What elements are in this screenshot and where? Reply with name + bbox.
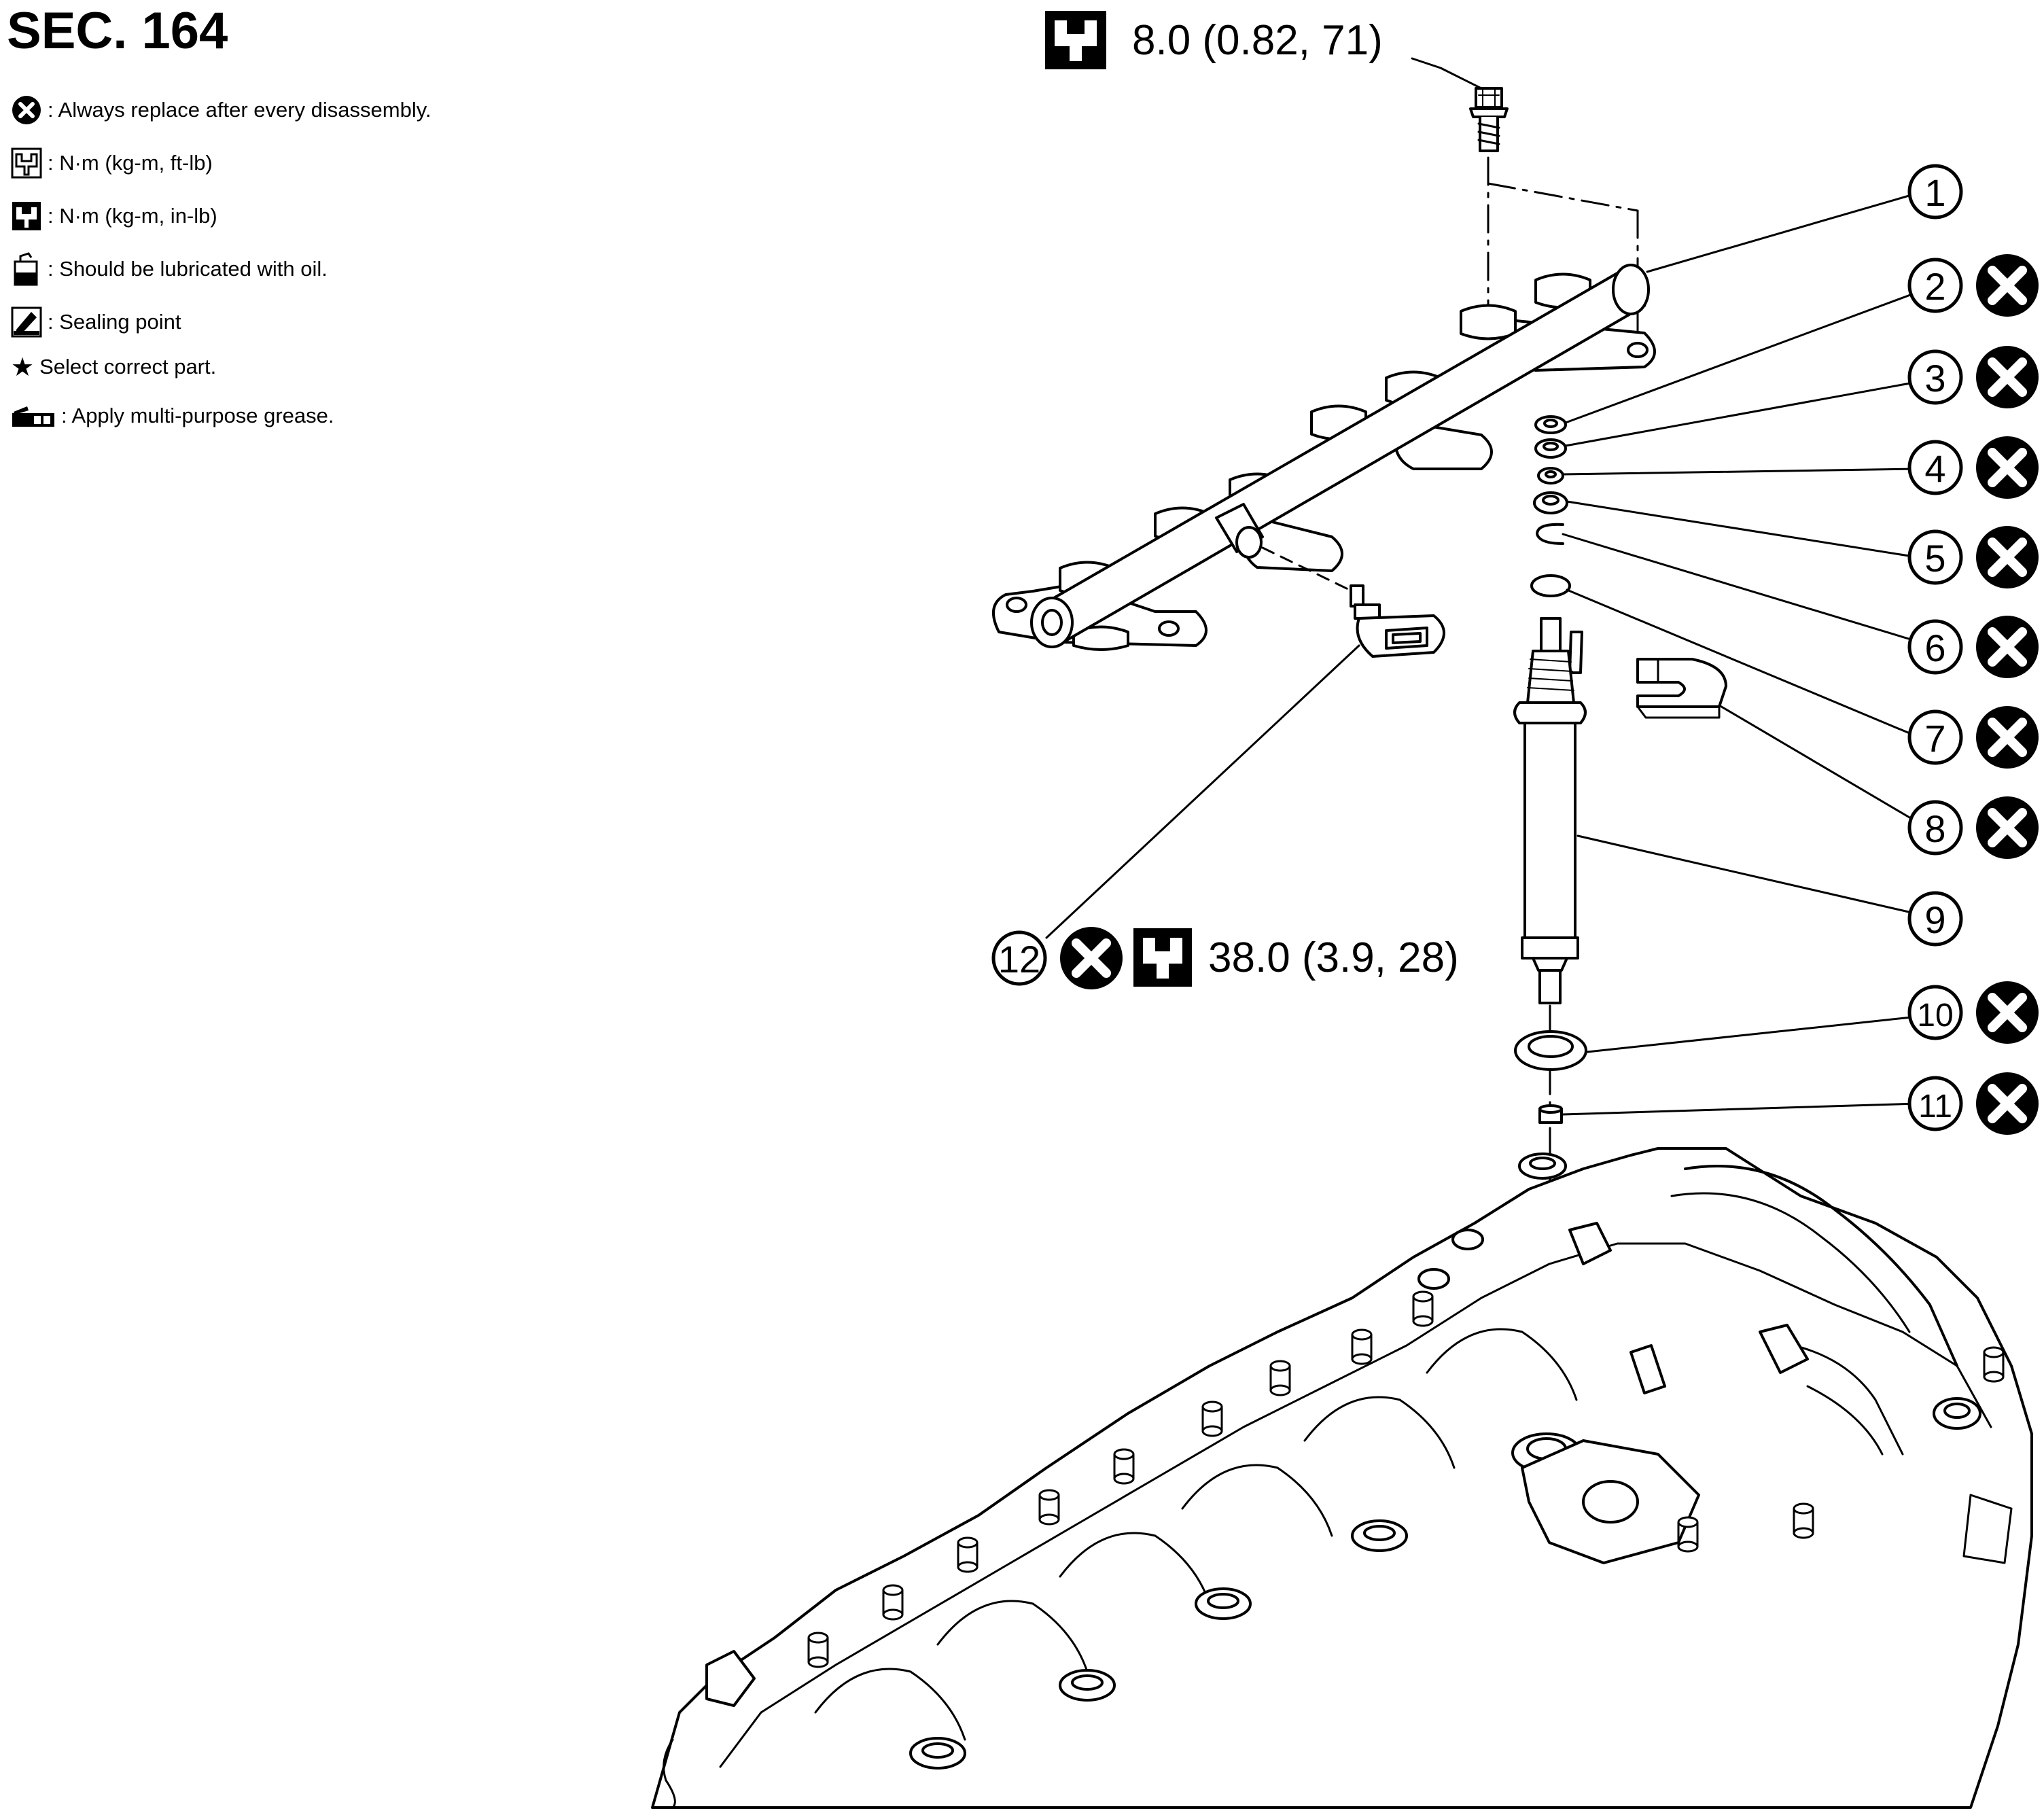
always-replace-icon bbox=[1976, 526, 2039, 588]
legend-text: : N·m (kg-m, ft-lb) bbox=[48, 151, 213, 175]
legend-text: : Apply multi-purpose grease. bbox=[61, 404, 334, 427]
legend-item-oil: : Should be lubricated with oil. bbox=[11, 249, 328, 289]
callout-5: 5 bbox=[1907, 526, 2039, 588]
section-title: SEC. 164 bbox=[7, 2, 228, 60]
callout-1: 1 bbox=[1907, 164, 1963, 219]
sensor-torque-value: 38.0 (3.9, 28) bbox=[1208, 934, 1459, 981]
fuel-rail bbox=[992, 264, 1656, 651]
svg-text:5: 5 bbox=[1924, 537, 1945, 580]
legend-item-torque-in-lb: : N·m (kg-m, in-lb) bbox=[11, 196, 217, 236]
svg-text:1: 1 bbox=[1924, 171, 1945, 214]
bolt-torque-value: 8.0 (0.82, 71) bbox=[1132, 17, 1383, 64]
svg-text:8: 8 bbox=[1924, 807, 1945, 850]
o-ring-7 bbox=[1530, 574, 1571, 597]
bolt-torque-spec: 8.0 (0.82, 71) bbox=[1045, 11, 1483, 90]
always-replace-icon bbox=[12, 96, 41, 124]
always-replace-icon bbox=[1976, 436, 2039, 499]
svg-text:12: 12 bbox=[998, 938, 1040, 981]
legend-text: : Sealing point bbox=[48, 310, 181, 334]
star-icon: ★ bbox=[11, 353, 35, 382]
svg-text:9: 9 bbox=[1924, 898, 1945, 941]
always-replace-icon bbox=[1976, 254, 2039, 317]
sensor-torque-spec: 12 38.0 (3.9, 28) bbox=[991, 927, 1459, 989]
legend-text: : N·m (kg-m, in-lb) bbox=[48, 204, 217, 228]
always-replace-icon bbox=[1976, 616, 2039, 678]
always-replace-icon bbox=[1976, 796, 2039, 859]
callout-9: 9 bbox=[1907, 891, 1963, 947]
callout-column: 1 2 3 4 5 6 7 bbox=[1907, 164, 2039, 1135]
svg-text:7: 7 bbox=[1924, 717, 1945, 760]
callout-12 bbox=[991, 930, 1047, 986]
torque-in-lb-icon bbox=[12, 202, 41, 230]
legend-item-select-part: ★ Select correct part. bbox=[11, 347, 216, 387]
svg-text:4: 4 bbox=[1924, 447, 1945, 490]
callout-7: 7 bbox=[1907, 706, 2039, 769]
copper-washer-10 bbox=[1514, 1030, 1587, 1071]
svg-text:10: 10 bbox=[1917, 998, 1953, 1034]
sealing-point-icon bbox=[11, 306, 42, 338]
svg-text:3: 3 bbox=[1924, 357, 1945, 400]
rail-bolt bbox=[1469, 87, 1509, 152]
seal-11 bbox=[1538, 1104, 1563, 1124]
cylinder-head bbox=[651, 1147, 2033, 1809]
callout-2: 2 bbox=[1907, 254, 2039, 317]
always-replace-icon bbox=[1976, 981, 2039, 1044]
callout-6: 6 bbox=[1907, 616, 2039, 678]
legend-text: Select correct part. bbox=[39, 355, 217, 379]
grease-gun-icon bbox=[12, 406, 54, 427]
callout-3: 3 bbox=[1907, 346, 2039, 408]
always-replace-icon bbox=[1976, 1072, 2039, 1135]
always-replace-icon bbox=[1976, 346, 2039, 408]
fuel-injector-9 bbox=[1513, 617, 1587, 1004]
injector-clip-8 bbox=[1636, 658, 1727, 719]
legend-text: : Should be lubricated with oil. bbox=[48, 257, 328, 281]
always-replace-icon bbox=[1060, 927, 1123, 989]
snap-ring-6 bbox=[1536, 523, 1564, 545]
callout-11: 11 bbox=[1907, 1072, 2039, 1135]
seal-ring-4 bbox=[1537, 467, 1564, 485]
legend-item-always-replace: : Always replace after every disassembly… bbox=[11, 90, 431, 130]
callout-8: 8 bbox=[1907, 796, 2039, 859]
fuel-rail-pressure-sensor bbox=[1350, 584, 1445, 658]
seal-ring-5 bbox=[1533, 491, 1568, 514]
svg-text:6: 6 bbox=[1924, 627, 1945, 669]
svg-text:11: 11 bbox=[1918, 1089, 1952, 1125]
svg-text:2: 2 bbox=[1924, 265, 1945, 308]
legend-item-torque-ft-lb: : N·m (kg-m, ft-lb) bbox=[11, 143, 213, 183]
always-replace-icon bbox=[1976, 706, 2039, 769]
torque-ft-lb-icon bbox=[1133, 928, 1192, 987]
legend-item-grease: : Apply multi-purpose grease. bbox=[11, 395, 334, 436]
torque-ft-lb-icon bbox=[11, 147, 42, 179]
oil-can-icon bbox=[14, 252, 38, 286]
callout-10: 10 bbox=[1907, 981, 2039, 1044]
legend-text: : Always replace after every disassembly… bbox=[48, 98, 431, 122]
seal-ring-2 bbox=[1534, 415, 1567, 434]
legend-item-sealing: : Sealing point bbox=[11, 302, 181, 342]
seal-ring-3 bbox=[1534, 438, 1567, 459]
callout-4: 4 bbox=[1907, 436, 2039, 499]
